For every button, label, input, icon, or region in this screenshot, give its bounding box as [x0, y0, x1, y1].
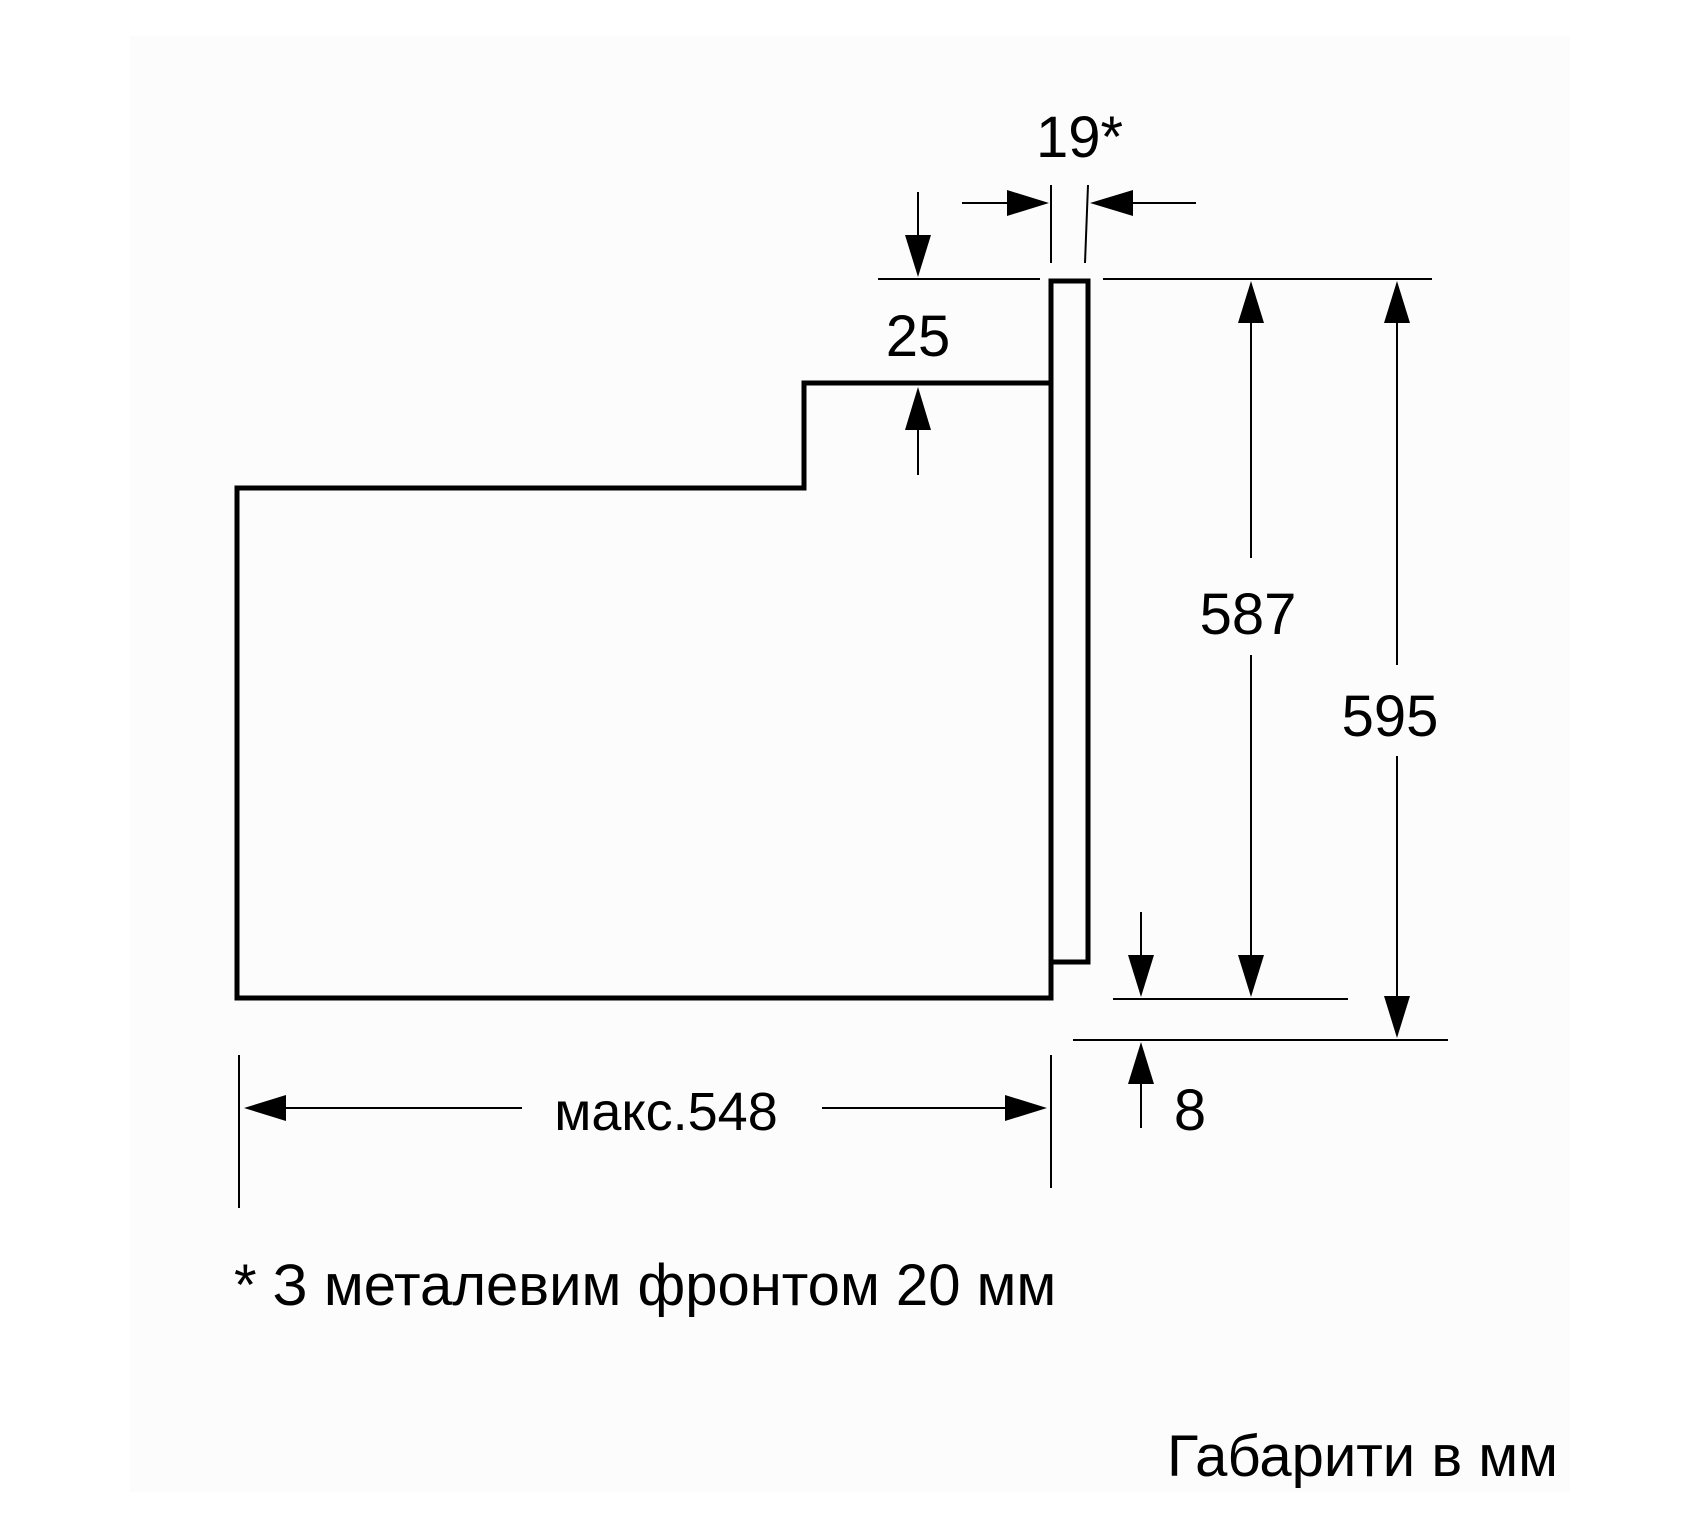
label-total-height: 595	[1342, 684, 1439, 749]
dim-front-thickness	[962, 184, 1196, 264]
oven-front-panel	[1048, 278, 1091, 965]
label-door-height: 587	[1200, 582, 1297, 647]
label-depth: макс.548	[554, 1082, 778, 1142]
units-note: Габарити в мм	[1167, 1424, 1558, 1489]
dim-total-height	[1073, 281, 1448, 1041]
dim-bottom-gap	[1128, 912, 1154, 1128]
footnote-metal-front: * З металевим фронтом 20 мм	[234, 1253, 1056, 1318]
label-top-step: 25	[886, 304, 951, 369]
dim-depth	[238, 1055, 1052, 1208]
oven-body-outline	[234, 380, 1054, 1001]
label-bottom-gap: 8	[1174, 1078, 1206, 1143]
dim-door-height	[1103, 278, 1432, 1000]
label-front-thickness: 19*	[1036, 105, 1123, 170]
dim-top-step	[878, 192, 1040, 475]
